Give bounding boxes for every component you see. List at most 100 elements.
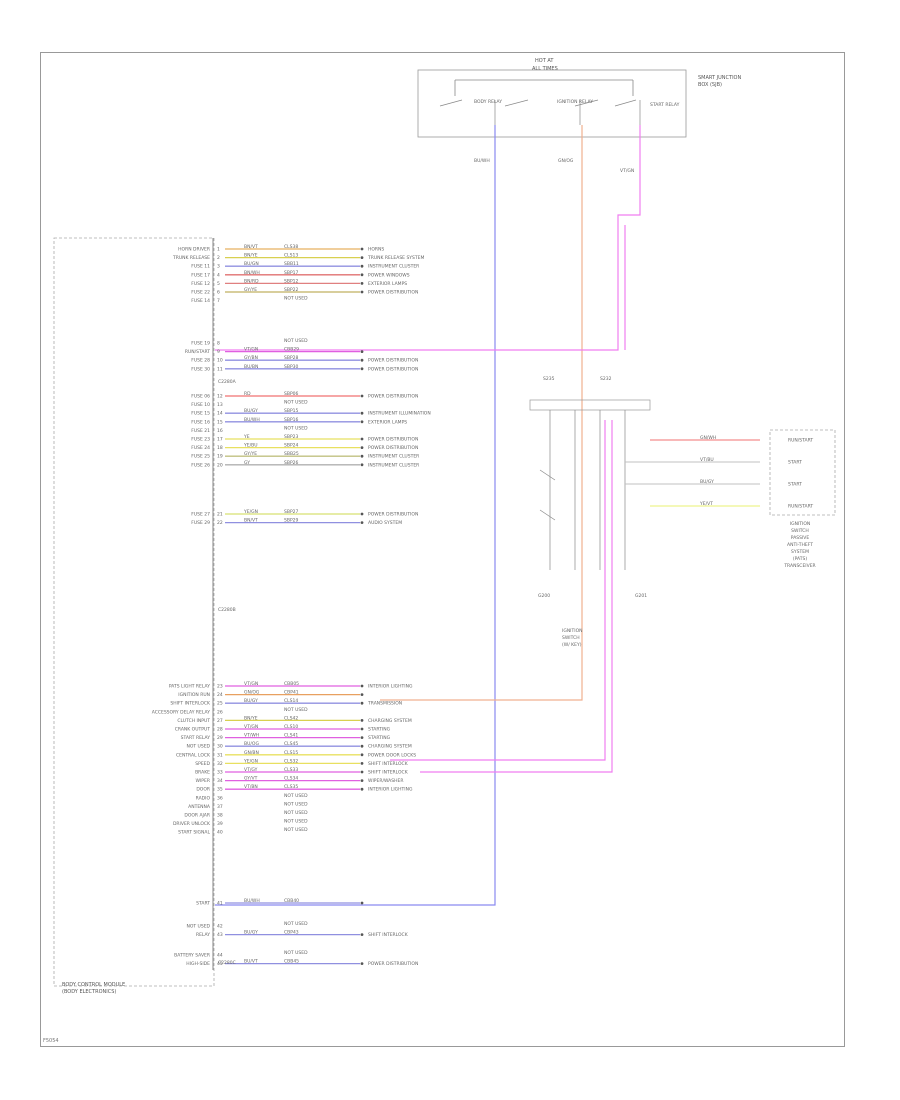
pin-number: 44	[217, 953, 223, 959]
wire-end	[360, 727, 364, 731]
wire-end	[360, 290, 364, 294]
fuse-box-label-2: ALL TIMES	[532, 66, 558, 72]
circuit-code: NOT USED	[284, 425, 308, 431]
pin-label: START SIGNAL	[178, 830, 210, 836]
ign-label-3: (W/ KEY)	[562, 642, 582, 648]
wire-color: BU/VT	[244, 959, 258, 965]
pin-label: FUSE 28	[191, 358, 210, 364]
circuit-code: NOT USED	[284, 338, 308, 344]
wire-color: VT/GN	[244, 681, 258, 687]
pin-number: 29	[217, 735, 223, 741]
wire-end	[360, 273, 364, 277]
circuit-code: SBP29	[284, 518, 299, 524]
pin-number: 19	[217, 454, 223, 460]
wire-destination: POWER DOOR LOCKS	[368, 752, 416, 758]
splice-label-1: S235	[543, 376, 555, 382]
circuit-code: CLS41	[284, 733, 298, 739]
wire-end	[360, 463, 364, 467]
wire-end	[360, 962, 364, 965]
pats-caption-line: SYSTEM	[791, 549, 809, 555]
wire-destination: POWER DISTRIBUTION	[368, 366, 418, 372]
wire-destination: STARTING	[368, 735, 391, 741]
pin-number: 42	[217, 924, 223, 930]
circuit-code: NOT USED	[284, 707, 308, 713]
pin-label: FUSE 11	[191, 264, 210, 270]
right-wire-color: GN/WH	[700, 435, 716, 441]
wire-end	[360, 787, 364, 791]
relay-label-2: IGNITION RELAY	[557, 99, 593, 105]
pin-label: FUSE 29	[191, 520, 210, 526]
pin-number: 27	[217, 718, 223, 724]
diagram-border	[40, 52, 845, 1047]
circuit-code: SBP16	[284, 417, 299, 423]
ign-label-2: SWITCH	[562, 635, 580, 641]
circuit-code: SBP30	[284, 364, 299, 370]
circuit-code: SBP26	[284, 460, 299, 466]
ign-label-1: IGNITION	[562, 628, 583, 634]
pin-number: 26	[217, 709, 223, 715]
wire-color: BU/WH	[244, 898, 260, 904]
right-wire-color: YE/VT	[699, 501, 713, 507]
wire-color: YE/GN	[243, 509, 258, 515]
wire-end	[360, 701, 364, 705]
wire-destination: INSTRUMENT CLUSTER	[368, 462, 419, 468]
circuit-code: SBP27	[284, 509, 299, 515]
right-destination: START	[788, 460, 802, 466]
wire-end	[360, 521, 364, 524]
wire-color: YE/GN	[243, 758, 258, 764]
pats-caption-line: TRANSCEIVER	[783, 563, 815, 569]
wire-destination: HORNS	[368, 247, 384, 253]
pin-number: 28	[217, 727, 223, 733]
wire-destination: POWER DISTRIBUTION	[368, 290, 418, 296]
wire-end	[360, 684, 364, 688]
pats-caption-line: (PATS)	[793, 556, 808, 562]
connector-tag: C2280B	[218, 607, 236, 613]
pin-label: FUSE 23	[191, 437, 210, 443]
wire-color: BU/WH	[244, 417, 260, 423]
circuit-code: CLS35	[284, 784, 298, 790]
right-wire-color: VT/BU	[700, 457, 714, 463]
wire-color: GY/VT	[244, 776, 258, 782]
wire-end	[360, 762, 364, 765]
pin-number: 1	[217, 247, 220, 253]
pin-label: FUSE 21	[191, 428, 210, 434]
circuit-code: CLS14	[284, 698, 298, 704]
circuit-code: CBB40	[284, 898, 299, 904]
wire-color: VT/GN	[244, 724, 258, 730]
right-destination: START	[788, 482, 802, 488]
wire-destination: TRUNK RELEASE SYSTEM	[367, 255, 424, 261]
pin-number: 12	[217, 394, 223, 400]
circuit-code: CLS34	[284, 776, 298, 782]
pin-number: 17	[217, 437, 223, 443]
circuit-code: CLS45	[284, 741, 298, 747]
pin-label: NOT USED	[186, 744, 210, 750]
circuit-code: SBP06	[284, 391, 299, 397]
wire-end	[360, 394, 364, 398]
pin-label: CLUTCH INPUT	[177, 718, 210, 724]
module-outline	[53, 237, 215, 987]
pin-number: 18	[217, 445, 223, 451]
wire-color: BN/YE	[244, 715, 258, 721]
pin-number: 10	[217, 358, 223, 364]
pin-label: FUSE 22	[191, 290, 210, 296]
wire-destination: POWER DISTRIBUTION	[368, 961, 418, 967]
pin-label: HIGH-SIDE	[186, 961, 210, 967]
pin-label: CENTRAL LOCK	[176, 752, 211, 758]
